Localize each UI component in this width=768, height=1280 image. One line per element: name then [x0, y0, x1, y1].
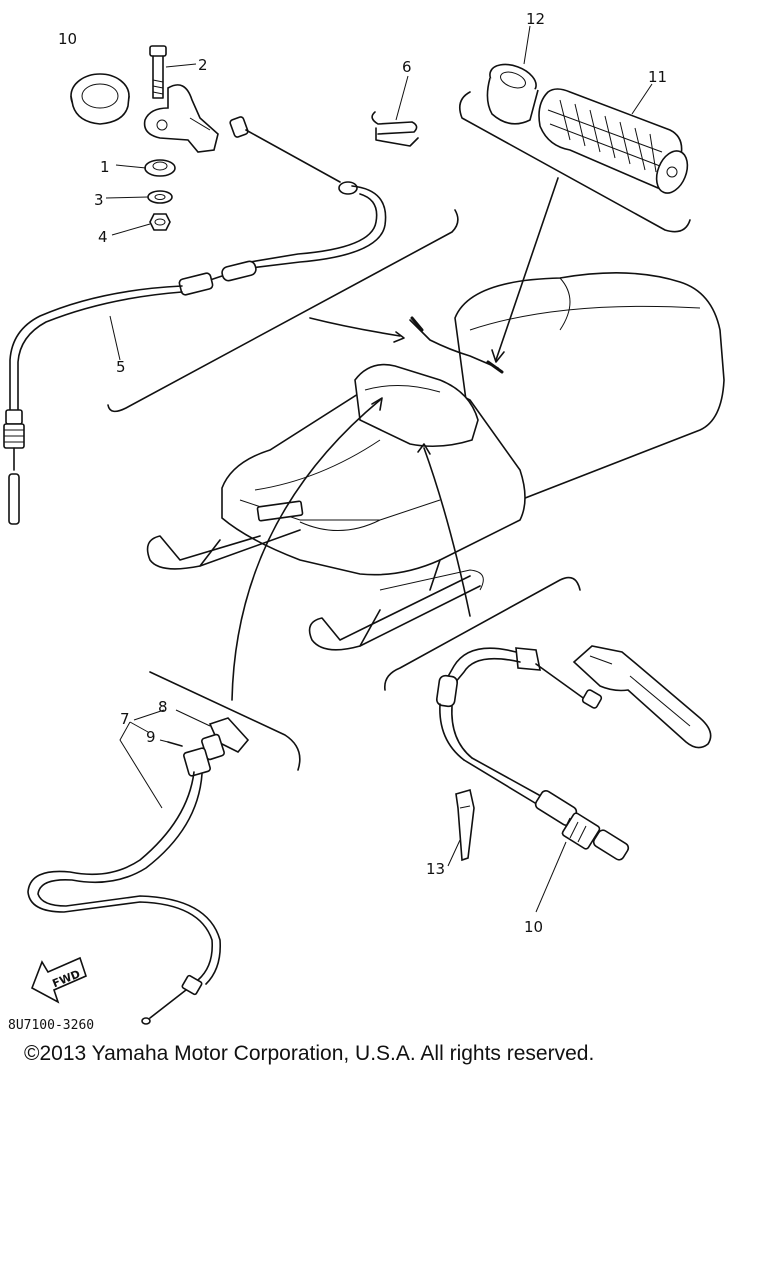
callout-10-top: 10 [58, 30, 77, 48]
part-11-grip [538, 88, 689, 194]
part-10-ring [70, 73, 130, 125]
throttle-bracket [143, 84, 219, 153]
callout-4: 4 [98, 228, 108, 246]
callout-9: 9 [146, 728, 156, 746]
fwd-arrow-icon: FWD [31, 956, 87, 1004]
brake-lever [572, 645, 712, 749]
section-divider-top-left [107, 209, 459, 413]
callout-11: 11 [648, 68, 667, 86]
callout-13: 13 [426, 860, 445, 878]
callout-6: 6 [402, 58, 412, 76]
part-2-bolt [149, 45, 167, 99]
section-divider-bottom-left [149, 671, 301, 771]
part-5-throttle-cable [3, 116, 387, 525]
part-3-washer [147, 190, 173, 204]
part-10-brake-cable [435, 647, 630, 861]
part-7-switch-cable [27, 747, 222, 1025]
section-divider-top-right [459, 91, 691, 233]
snowmobile-body [146, 272, 725, 651]
part-6-clip [371, 111, 419, 147]
callout-10-bottom: 10 [524, 918, 543, 936]
callout-7: 7 [120, 710, 130, 728]
part-13-clip [455, 788, 475, 862]
part-1-bushing [144, 159, 176, 177]
callout-12: 12 [526, 10, 545, 28]
diagram-code: 8U7100-3260 [8, 1018, 95, 1033]
callout-8: 8 [158, 698, 168, 716]
part-4-nut [149, 213, 171, 231]
copyright-notice: ©2013 Yamaha Motor Corporation, U.S.A. A… [24, 1042, 595, 1065]
callout-leaders [105, 25, 653, 913]
part-8-switch [201, 717, 250, 761]
callout-5: 5 [116, 358, 126, 376]
callout-3: 3 [94, 191, 104, 209]
leader-arrows [231, 177, 559, 701]
callout-1: 1 [100, 158, 110, 176]
callout-2: 2 [198, 56, 208, 74]
parts-exploded-diagram: FWD 10 2 1 3 4 5 6 12 11 7 8 9 13 10 [3, 10, 725, 1025]
part-9-pin [167, 741, 183, 747]
part-12-ring [486, 63, 539, 125]
section-divider-bottom-right [383, 576, 581, 691]
